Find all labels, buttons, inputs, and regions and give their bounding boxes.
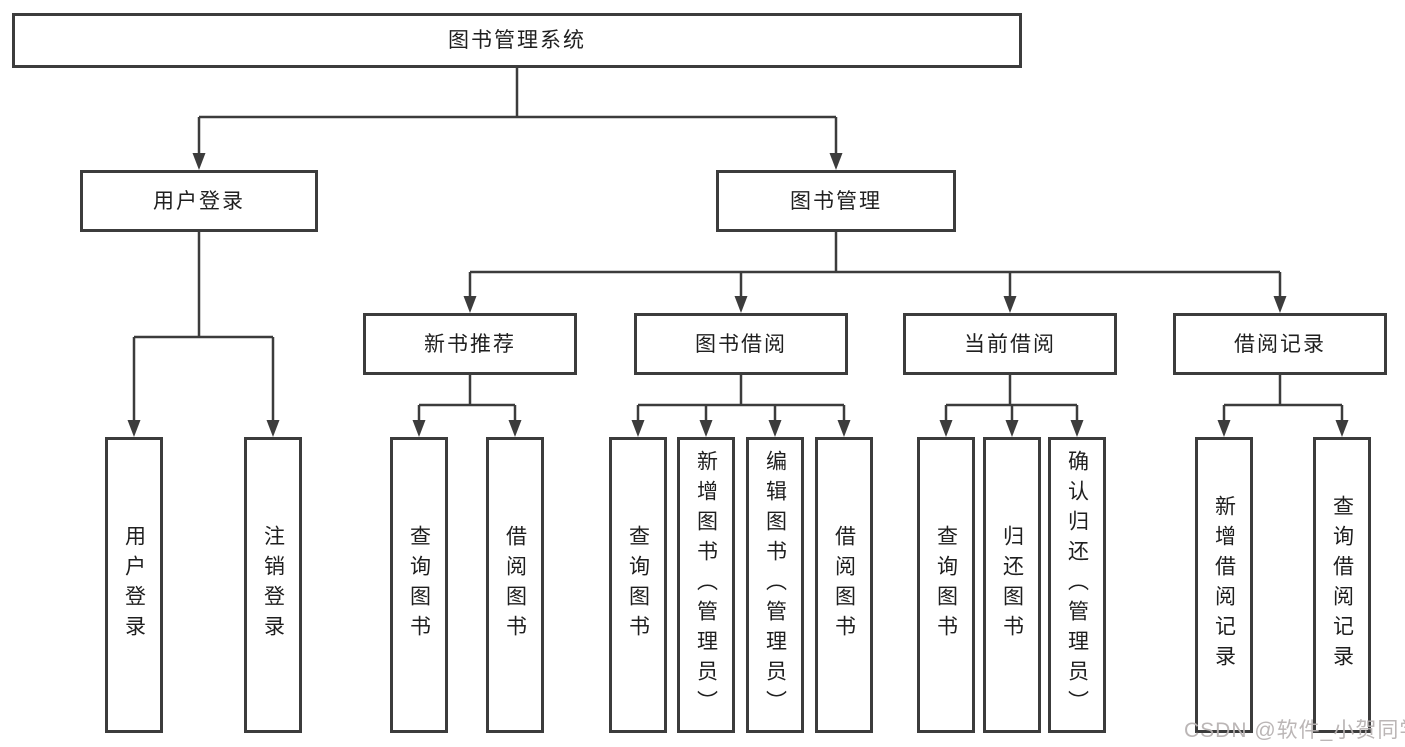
node-add-borrow-record: 新增借阅记录 <box>1195 437 1253 733</box>
node-user-login: 用户登录 <box>80 170 318 232</box>
node-add-book-admin: 新增图书（管理员） <box>677 437 735 733</box>
node-borrow-book-1: 借阅图书 <box>486 437 544 733</box>
node-edit-book-admin: 编辑图书（管理员） <box>746 437 804 733</box>
node-confirm-return-admin: 确认归还（管理员） <box>1048 437 1106 733</box>
node-root: 图书管理系统 <box>12 13 1022 68</box>
node-return-book: 归还图书 <box>983 437 1041 733</box>
node-query-book-2: 查询图书 <box>609 437 667 733</box>
watermark: CSDN @软件_小贺同学 <box>1184 719 1405 742</box>
node-book-borrow: 图书借阅 <box>634 313 848 375</box>
node-logout-leaf: 注销登录 <box>244 437 302 733</box>
node-borrow-record: 借阅记录 <box>1173 313 1387 375</box>
node-query-borrow-record: 查询借阅记录 <box>1313 437 1371 733</box>
node-new-book-recommend: 新书推荐 <box>363 313 577 375</box>
node-borrow-book-2: 借阅图书 <box>815 437 873 733</box>
node-book-management: 图书管理 <box>716 170 956 232</box>
node-user-login-leaf: 用户登录 <box>105 437 163 733</box>
node-query-book-3: 查询图书 <box>917 437 975 733</box>
node-current-borrow: 当前借阅 <box>903 313 1117 375</box>
node-query-book-1: 查询图书 <box>390 437 448 733</box>
